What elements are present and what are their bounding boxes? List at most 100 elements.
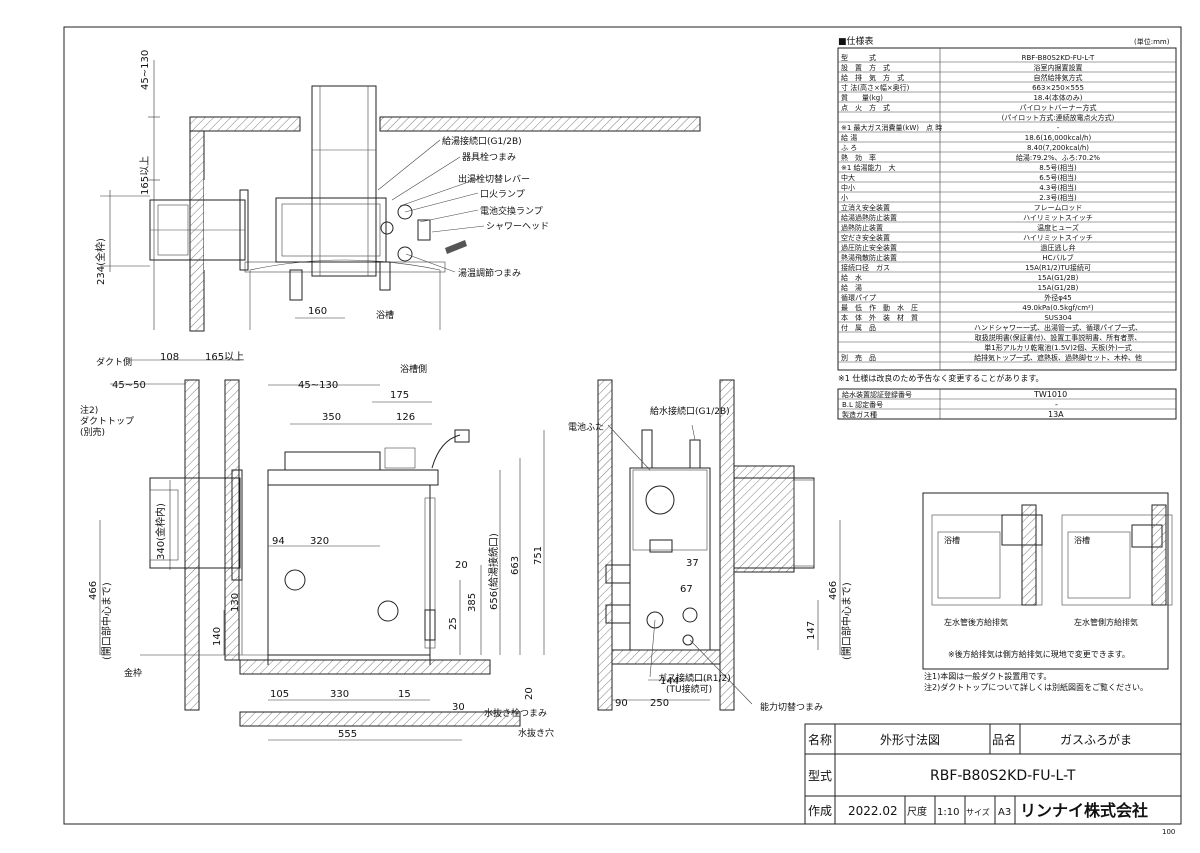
title-made-label: 作成 [808, 804, 832, 818]
dim-130: 130 [230, 593, 241, 612]
spec-row-value: (パイロット方式:連続放電点火方式) [1002, 113, 1115, 122]
title-product-value: ガスふろがま [1060, 732, 1132, 747]
note-duct-1: 注2) [80, 404, 98, 416]
spec-row-value: 6.5号(相当) [1039, 173, 1077, 182]
dim-25: 25 [448, 617, 459, 630]
spec-row-label: 熱 効 率 [841, 153, 876, 162]
callout-battery-lamp: 電池交換ランプ [480, 205, 543, 217]
spec-row-value: 2.3号(相当) [1039, 193, 1077, 202]
dim-144: 144 [660, 676, 679, 687]
title-name-label: 名称 [808, 732, 832, 747]
callout-battery-cover: 電池ふた [568, 421, 604, 433]
spec-row-value: 18.4(本体のみ) [1033, 93, 1082, 102]
dim-320: 320 [310, 536, 329, 547]
small-view-bath-1: 浴槽 [944, 535, 960, 545]
spec-row-label: 小 [841, 193, 848, 202]
note-1: 注1)本図は一般ダクト設置用です。 [924, 671, 1051, 681]
spec-row-value: - [1057, 124, 1060, 132]
title-size-label: サイズ [966, 807, 990, 817]
title-scale-label: 尺度 [907, 805, 927, 818]
cert-label-2: 製造ガス種 [842, 410, 877, 419]
dim-108: 108 [160, 352, 179, 363]
callout-water-inlet: 給水接続口(G1/2B) [650, 405, 730, 417]
dim-160: 160 [308, 306, 327, 317]
spec-row-label: 別 売 品 [841, 353, 876, 362]
spec-row-label: 中小 [841, 183, 855, 192]
dim-555: 555 [338, 729, 357, 740]
note-2: 注2)ダクトトップについて詳しくは別紙図面をご覧ください。 [924, 682, 1148, 692]
dim-147: 147 [806, 621, 817, 640]
spec-row-value: 給湯:79.2%、ふろ:70.2% [1016, 153, 1101, 162]
spec-row-value: ハイリミットスイッチ [1023, 214, 1093, 222]
label-duct-side: ダクト側 [96, 356, 132, 368]
spec-row-label: 空だき安全装置 [841, 233, 890, 242]
dim-234: 234(全枠) [94, 238, 107, 285]
note-duct-2: ダクトトップ [80, 415, 134, 427]
spec-row-value: HCバルブ [1042, 253, 1073, 262]
front-view [99, 359, 545, 741]
dim-656: 656(給湯接続口) [487, 533, 500, 610]
dim-45-130-top: 45~130 [140, 50, 151, 90]
callout-tap-knob: 器具栓つまみ [462, 151, 516, 163]
spec-row-label: 立消え安全装置 [841, 203, 890, 212]
spec-row-value: 過圧逃し弁 [1041, 243, 1076, 252]
spec-row-value: 温度ヒューズ [1037, 223, 1079, 232]
dim-15: 15 [398, 689, 411, 700]
small-view-bath-2: 浴槽 [1074, 535, 1090, 545]
small-views [922, 492, 1173, 670]
spec-row-label: 給 水 [841, 273, 862, 282]
sheet-number: 100 [1162, 828, 1175, 836]
spec-row-label: 寸 法(高さ×幅×奥行) [841, 83, 910, 92]
spec-row-value: 浴室内据置設置 [1034, 63, 1083, 72]
callout-gas-tu: (TU接続可) [666, 683, 712, 695]
spec-title: ■仕様表 [838, 35, 874, 47]
spec-row-label: 給 湯 [841, 283, 862, 292]
spec-row-label: 給 排 気 方 式 [841, 73, 904, 82]
side-view [597, 379, 841, 711]
dim-37: 37 [686, 558, 699, 569]
cert-value-2: 13A [1048, 410, 1064, 419]
dim-140: 140 [212, 627, 223, 646]
dim-165-top: 165以上 [139, 156, 151, 195]
spec-row-value: 単1形アルカリ乾電池(1.5V)2個、天板(外)一式 [984, 343, 1131, 352]
small-view-caption-2: 左水管側方給排気 [1074, 617, 1138, 627]
title-scale-value: 1:10 [937, 807, 959, 818]
label-frame: 金枠 [124, 667, 142, 679]
title-company: リンナイ株式会社 [1020, 801, 1148, 820]
dim-45-50: 45~50 [112, 380, 146, 391]
spec-row-label: 熱湯飛散防止装置 [841, 253, 897, 262]
spec-row-value: 自然給排気方式 [1034, 73, 1083, 82]
spec-unit: (単位:mm) [1134, 37, 1170, 46]
top-bath-label: 浴槽 [376, 309, 394, 321]
label-bath-side: 浴槽側 [400, 363, 427, 375]
callout-shower-head: シャワーヘッド [486, 222, 549, 232]
spec-row-label: 給湯過熱防止装置 [841, 213, 897, 222]
dim-466-front: 466 [88, 581, 99, 600]
dim-20: 20 [455, 560, 468, 571]
spec-row-label: 本 体 外 装 材 質 [841, 313, 918, 322]
spec-row-value: 15A(G1/2B) [1038, 284, 1079, 292]
spec-row-value: 4.3号(相当) [1039, 183, 1077, 192]
dim-751: 751 [533, 546, 544, 565]
dim-20-bottom: 20 [524, 687, 535, 700]
spec-row-label: ※1 給湯能力 大 [841, 163, 896, 172]
dim-330: 330 [330, 689, 349, 700]
callout-lever: 出湯栓切替レバー [458, 173, 530, 185]
callout-drain-knob: 水抜き栓つまみ [484, 707, 547, 719]
note-duct-3: (別売) [80, 426, 105, 438]
spec-row-label: 循環パイプ [841, 293, 876, 302]
spec-row-label: 質 量(kg) [841, 93, 883, 102]
spec-row-label: 過熱防止装置 [841, 223, 883, 232]
title-product-label: 品名 [992, 732, 1016, 747]
spec-row-label: 接続口径 ガス [841, 263, 890, 272]
spec-row-value: パイロットバーナー方式 [1020, 103, 1097, 112]
cert-label-0: 給水装置認証登録番号 [842, 390, 912, 399]
sheet-border [63, 26, 1182, 825]
spec-row-label: 付 属 品 [841, 323, 876, 332]
dim-466-front-note: (開口部中心まで) [100, 582, 113, 660]
dim-45-130-front: 45~130 [298, 380, 338, 391]
dim-466-side-note: (開口部中心まで) [840, 582, 853, 660]
